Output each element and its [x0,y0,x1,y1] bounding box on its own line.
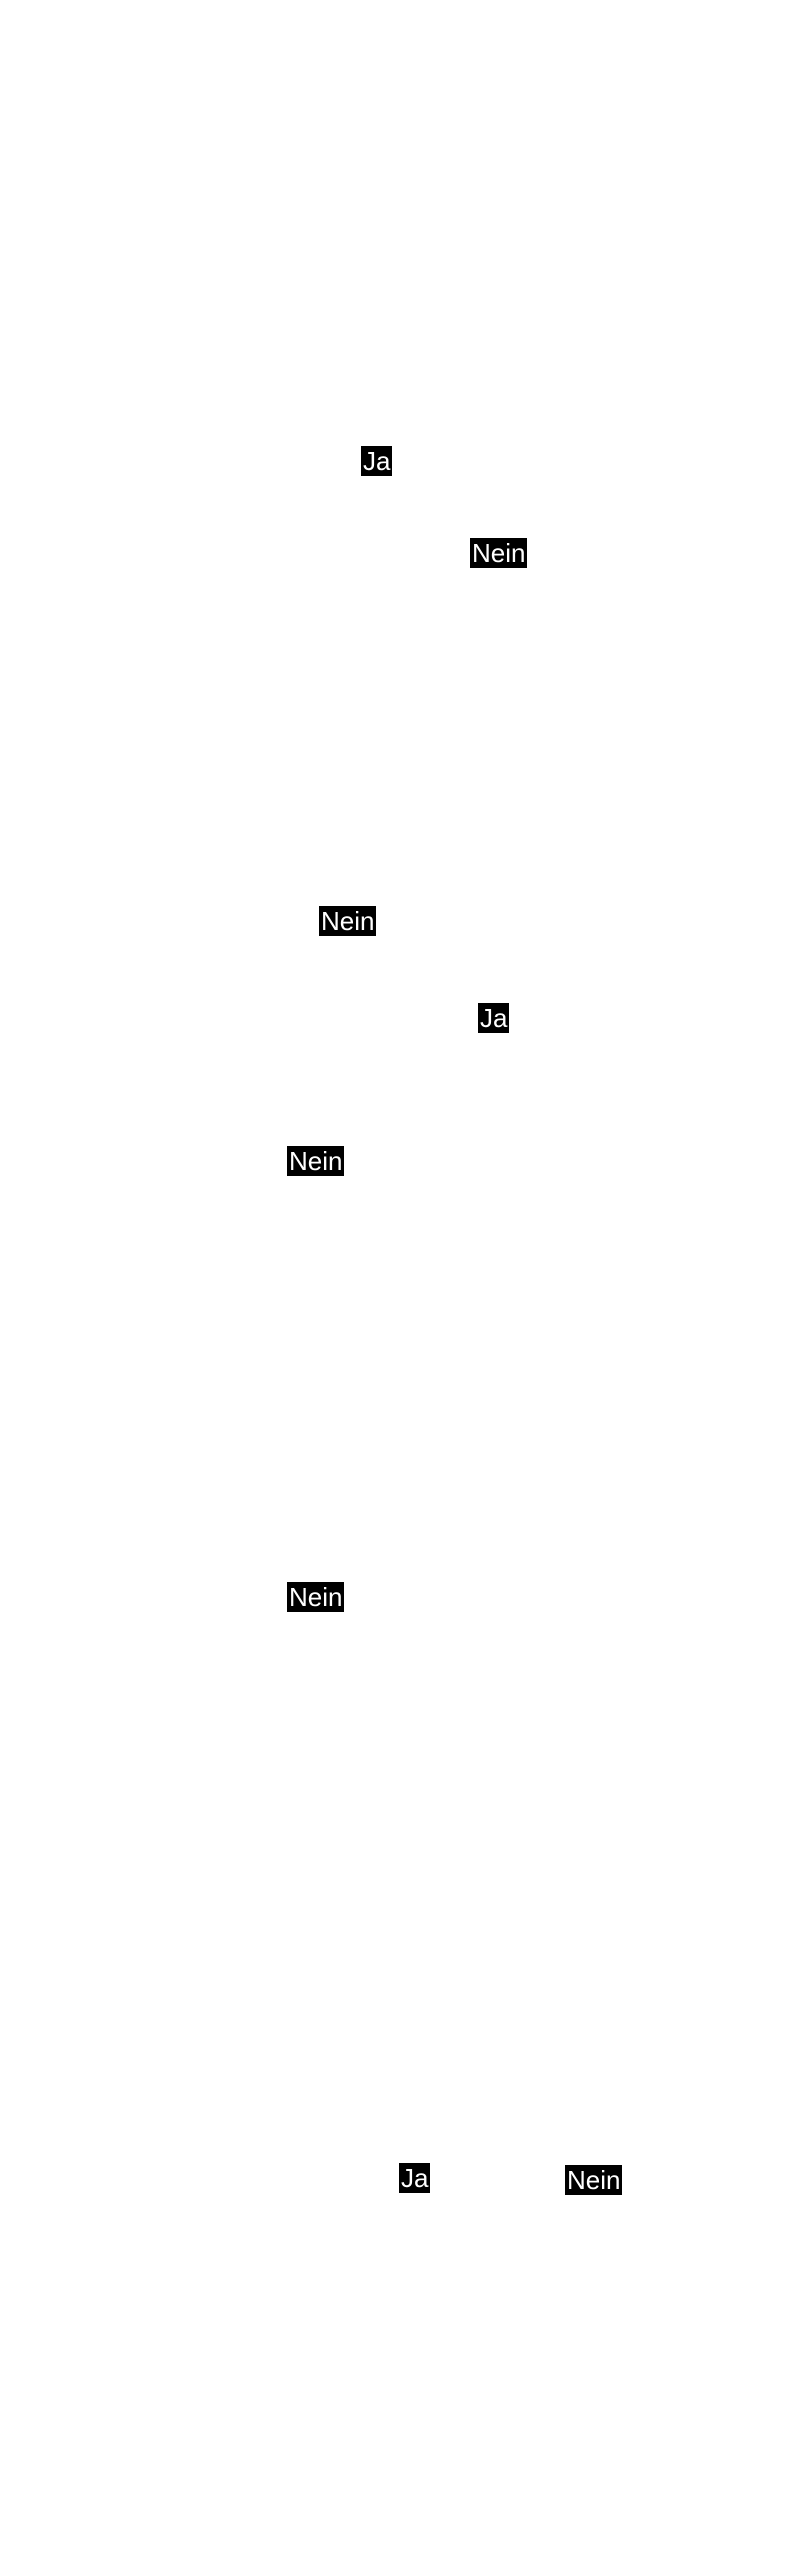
answer-label-nein: Nein [470,538,528,568]
answer-label-ja: Ja [399,2163,431,2193]
answer-label-ja: Ja [361,446,393,476]
answer-label-ja: Ja [478,1003,510,1033]
answer-label-nein: Nein [319,906,377,936]
answer-label-nein: Nein [565,2165,623,2195]
answer-label-nein: Nein [287,1146,345,1176]
answer-label-nein: Nein [287,1582,345,1612]
